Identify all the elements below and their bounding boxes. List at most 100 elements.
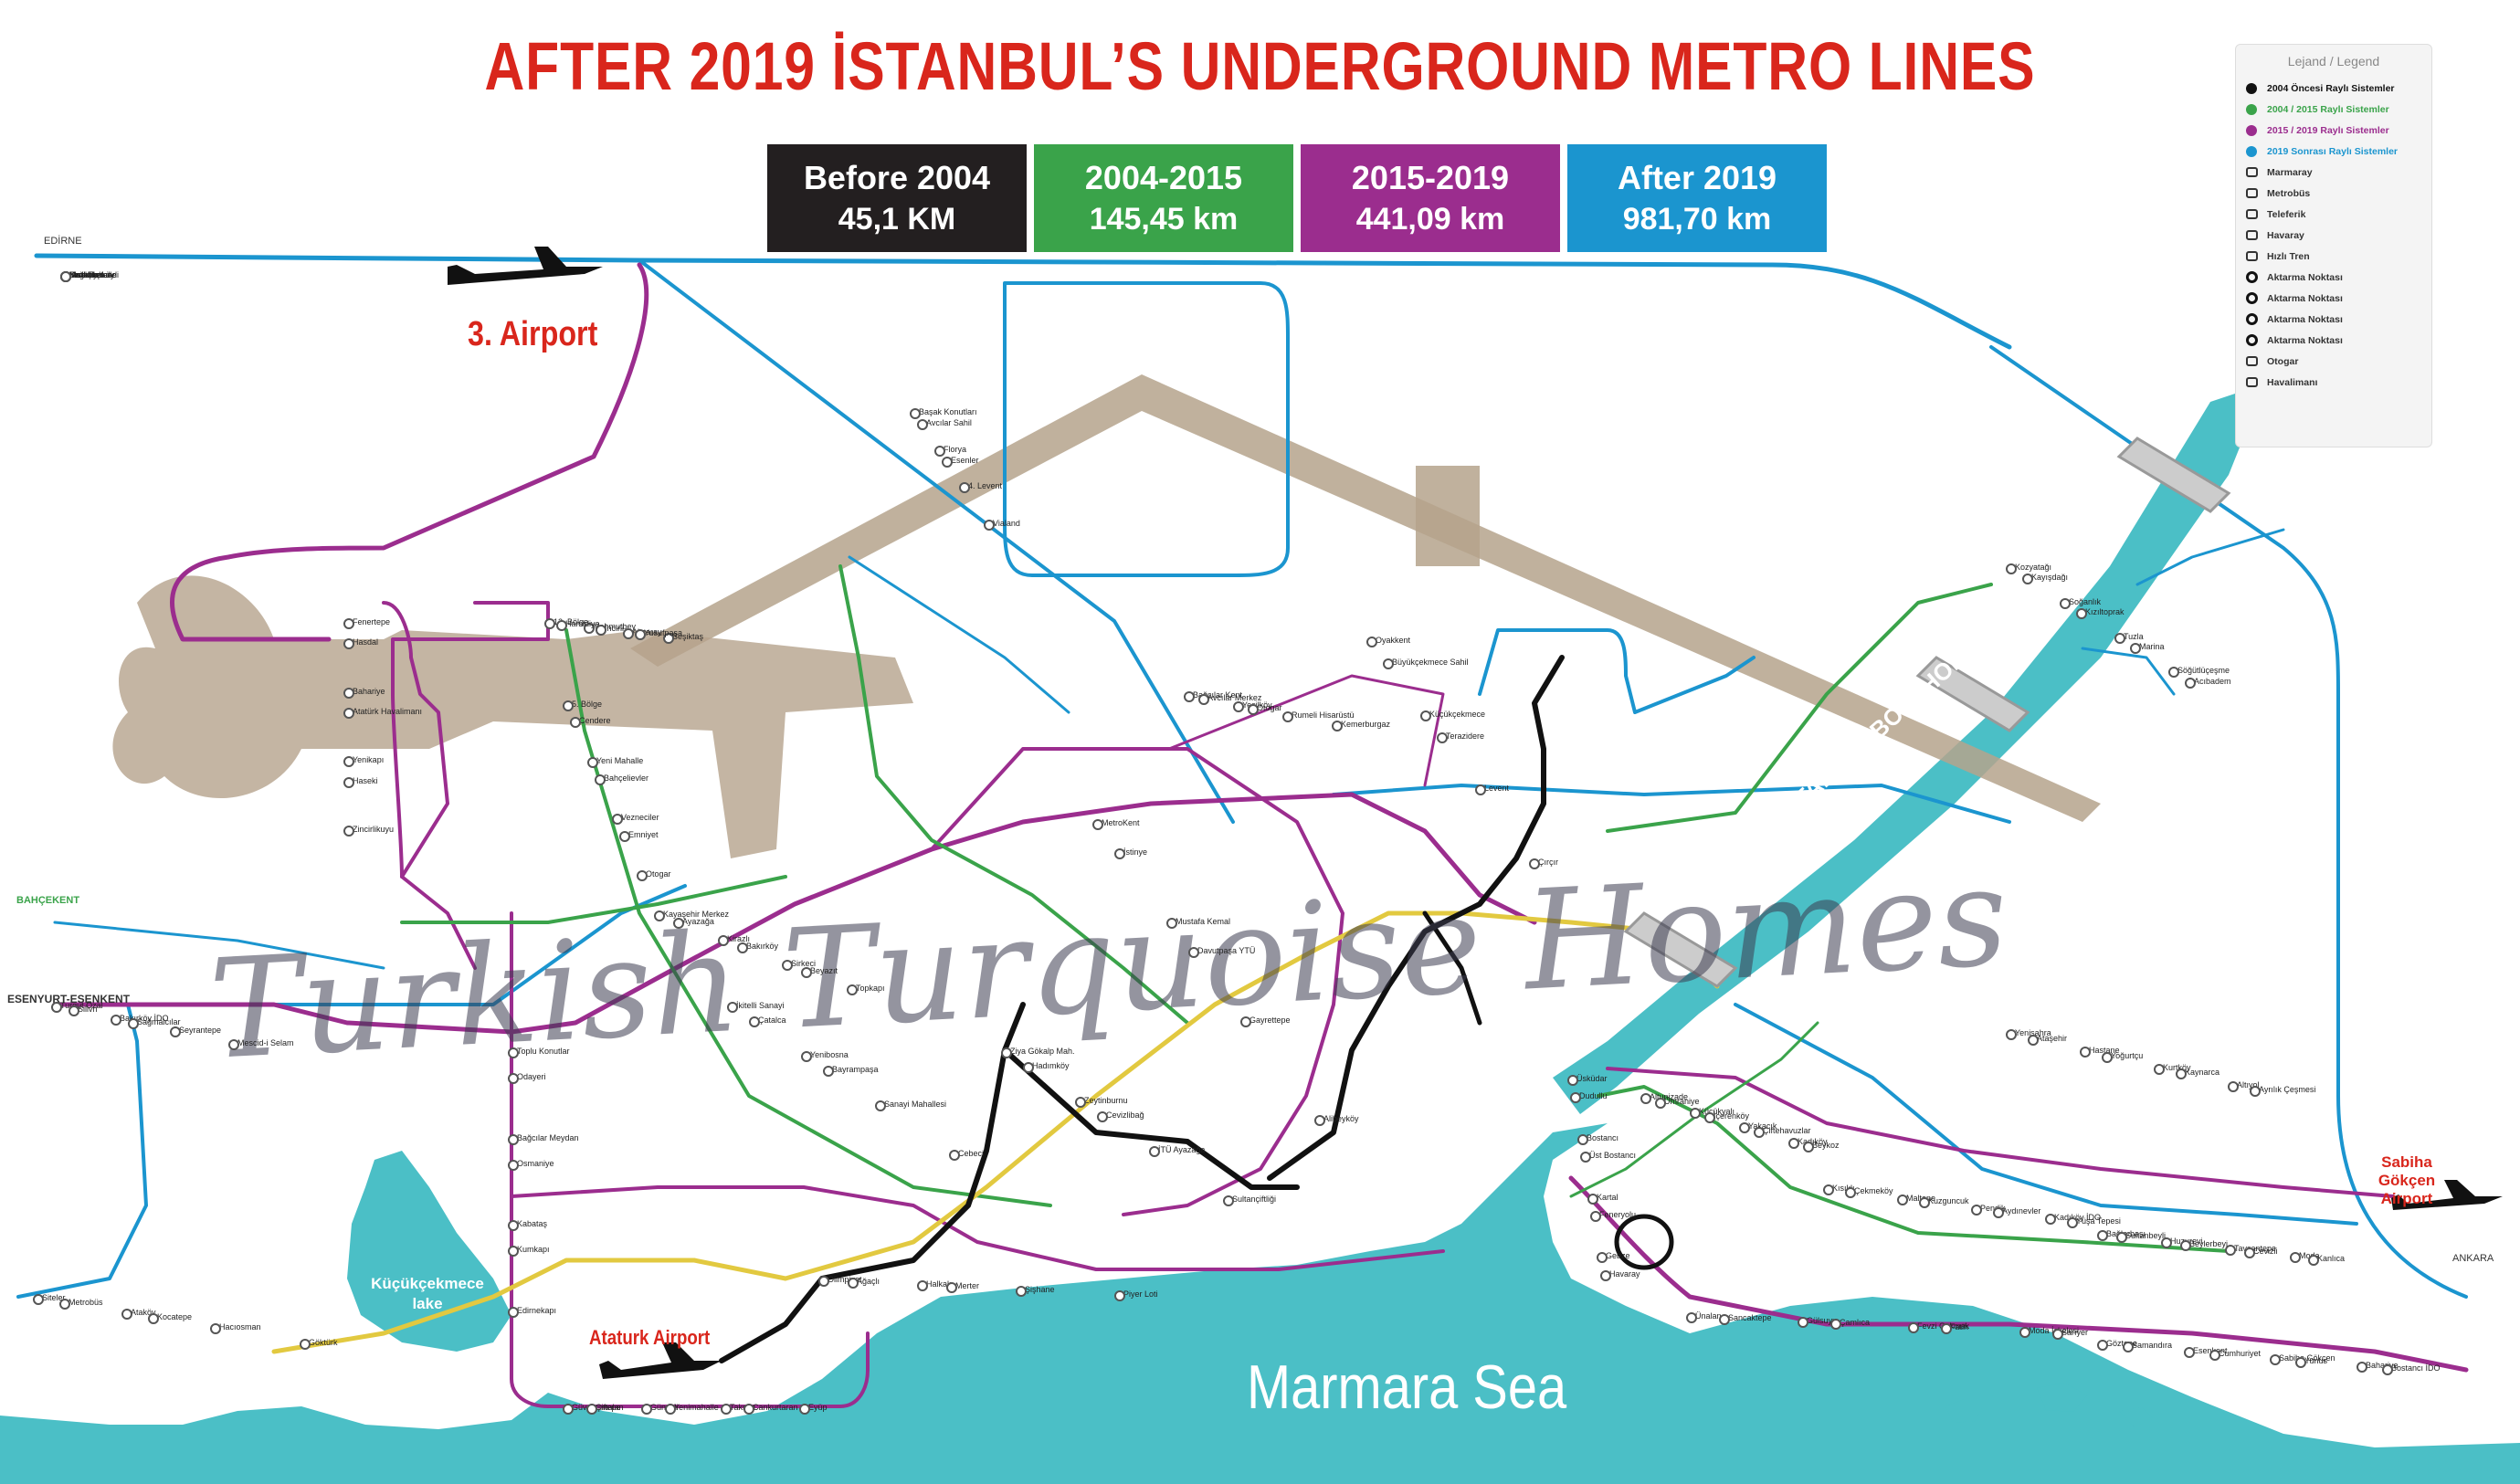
station-marker[interactable] <box>148 1313 159 1324</box>
station-marker[interactable] <box>343 826 354 837</box>
station-marker[interactable] <box>1475 784 1486 795</box>
station-marker[interactable] <box>2176 1068 2187 1079</box>
station-marker[interactable] <box>818 1276 829 1287</box>
station-marker[interactable] <box>1188 947 1199 958</box>
station-marker[interactable] <box>1845 1187 1856 1198</box>
station-marker[interactable] <box>2250 1086 2261 1097</box>
station-marker[interactable] <box>1640 1093 1651 1104</box>
station-marker[interactable] <box>228 1039 239 1050</box>
station-marker[interactable] <box>1600 1270 1611 1281</box>
station-marker[interactable] <box>1739 1122 1750 1133</box>
station-marker[interactable] <box>343 777 354 788</box>
station-marker[interactable] <box>2123 1342 2134 1352</box>
station-marker[interactable] <box>934 446 945 457</box>
station-marker[interactable] <box>2228 1081 2239 1092</box>
station-marker[interactable] <box>718 935 729 946</box>
station-marker[interactable] <box>2114 633 2125 644</box>
station-marker[interactable] <box>1282 711 1293 722</box>
station-marker[interactable] <box>343 618 354 629</box>
station-marker[interactable] <box>721 1404 732 1415</box>
station-marker[interactable] <box>946 1282 957 1293</box>
station-marker[interactable] <box>508 1160 519 1171</box>
station-marker[interactable] <box>508 1220 519 1231</box>
station-marker[interactable] <box>563 700 574 711</box>
station-marker[interactable] <box>2161 1237 2172 1248</box>
station-marker[interactable] <box>210 1323 221 1334</box>
station-marker[interactable] <box>1908 1322 1919 1333</box>
station-marker[interactable] <box>1248 704 1259 715</box>
station-marker[interactable] <box>727 1002 738 1013</box>
station-marker[interactable] <box>942 457 953 468</box>
station-marker[interactable] <box>737 942 748 953</box>
station-marker[interactable] <box>2060 598 2071 609</box>
station-marker[interactable] <box>665 1404 676 1415</box>
station-marker[interactable] <box>1314 1115 1325 1126</box>
station-marker[interactable] <box>949 1150 960 1161</box>
station-marker[interactable] <box>875 1100 886 1111</box>
station-marker[interactable] <box>1823 1184 1834 1195</box>
station-marker[interactable] <box>1919 1197 1930 1208</box>
station-marker[interactable] <box>595 774 606 785</box>
station-marker[interactable] <box>2225 1245 2236 1256</box>
station-marker[interactable] <box>1580 1152 1591 1163</box>
station-marker[interactable] <box>59 1299 70 1310</box>
station-marker[interactable] <box>2028 1035 2039 1046</box>
station-marker[interactable] <box>508 1134 519 1145</box>
station-marker[interactable] <box>2130 643 2141 654</box>
station-marker[interactable] <box>1114 848 1125 859</box>
station-marker[interactable] <box>343 708 354 719</box>
station-marker[interactable] <box>847 984 858 995</box>
station-marker[interactable] <box>2244 1247 2255 1258</box>
station-marker[interactable] <box>2102 1052 2113 1063</box>
station-marker[interactable] <box>544 618 555 629</box>
station-marker[interactable] <box>2168 667 2179 678</box>
station-marker[interactable] <box>823 1066 834 1077</box>
station-marker[interactable] <box>917 1280 928 1291</box>
station-marker[interactable] <box>2052 1329 2063 1340</box>
station-marker[interactable] <box>121 1309 132 1320</box>
station-marker[interactable] <box>1830 1319 1841 1330</box>
station-marker[interactable] <box>1016 1286 1027 1297</box>
station-marker[interactable] <box>1383 658 1394 669</box>
station-marker[interactable] <box>300 1339 311 1350</box>
station-marker[interactable] <box>1704 1112 1715 1123</box>
station-marker[interactable] <box>1001 1047 1012 1058</box>
station-marker[interactable] <box>637 870 648 881</box>
station-marker[interactable] <box>749 1016 760 1027</box>
station-marker[interactable] <box>1798 1317 1808 1328</box>
station-marker[interactable] <box>801 967 812 978</box>
station-marker[interactable] <box>2357 1362 2367 1373</box>
station-marker[interactable] <box>1587 1194 1598 1205</box>
station-marker[interactable] <box>596 625 606 636</box>
station-marker[interactable] <box>1114 1290 1125 1301</box>
station-marker[interactable] <box>1023 1062 1034 1073</box>
station-marker[interactable] <box>584 623 595 634</box>
station-marker[interactable] <box>556 620 567 631</box>
station-marker[interactable] <box>1941 1323 1952 1334</box>
station-marker[interactable] <box>1097 1111 1108 1122</box>
station-marker[interactable] <box>2184 1347 2195 1358</box>
station-marker[interactable] <box>51 1002 62 1013</box>
station-marker[interactable] <box>1971 1205 1982 1216</box>
station-marker[interactable] <box>2019 1327 2030 1338</box>
station-marker[interactable] <box>2185 678 2196 689</box>
station-marker[interactable] <box>2022 574 2033 584</box>
station-marker[interactable] <box>2209 1350 2220 1361</box>
station-marker[interactable] <box>1597 1252 1608 1263</box>
station-marker[interactable] <box>1567 1075 1578 1086</box>
station-marker[interactable] <box>1420 710 1431 721</box>
station-marker[interactable] <box>1577 1134 1588 1145</box>
station-marker[interactable] <box>586 1404 597 1415</box>
station-marker[interactable] <box>1719 1314 1730 1325</box>
station-marker[interactable] <box>1149 1146 1160 1157</box>
station-marker[interactable] <box>1993 1207 2004 1218</box>
station-marker[interactable] <box>1240 1016 1251 1027</box>
station-marker[interactable] <box>69 1005 79 1016</box>
station-marker[interactable] <box>1529 858 1540 869</box>
station-marker[interactable] <box>1166 918 1177 929</box>
station-marker[interactable] <box>1897 1195 1908 1205</box>
station-marker[interactable] <box>508 1307 519 1318</box>
station-marker[interactable] <box>2097 1230 2108 1241</box>
station-marker[interactable] <box>1788 1138 1799 1149</box>
station-marker[interactable] <box>635 629 646 640</box>
